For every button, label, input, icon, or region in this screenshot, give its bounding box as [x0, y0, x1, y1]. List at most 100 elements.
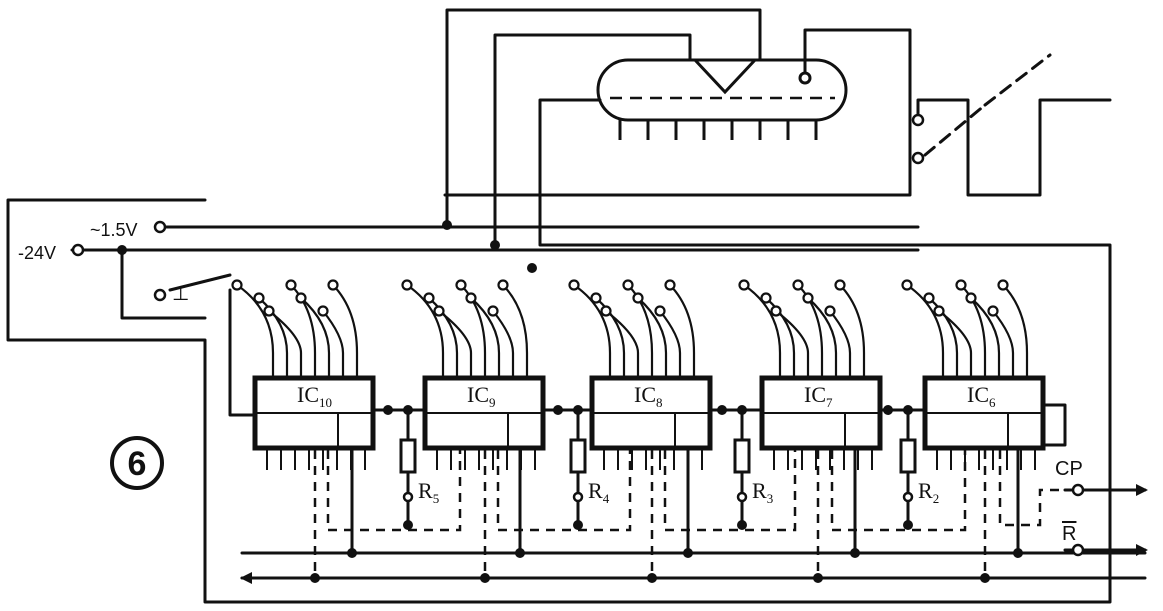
ic-pin [970, 297, 1001, 378]
pin-terminal [965, 292, 977, 304]
pin-terminal [600, 305, 612, 317]
rail-arrow-icon [240, 572, 252, 584]
resistor-2: R2 [899, 438, 939, 506]
figure-number-text: 6 [128, 445, 147, 483]
pin-terminal [497, 279, 509, 291]
ic-pin [332, 284, 359, 378]
input-arrows [240, 484, 1148, 584]
pin-terminal [317, 305, 329, 317]
resistor-5: R5 [399, 438, 439, 506]
dashed-wiring [313, 450, 1065, 578]
ic-pin [492, 310, 515, 378]
ic-pin [992, 310, 1015, 378]
ic-chip-10: IC10 [231, 279, 376, 470]
ic-pin [659, 310, 682, 378]
ic-label: IC6 [967, 382, 996, 410]
pin-terminal [423, 292, 435, 304]
ic-pin [829, 310, 852, 378]
pin-terminal [263, 305, 275, 317]
pin-terminal [295, 292, 307, 304]
reset-arrow-icon [1136, 544, 1148, 556]
ic-pin [669, 284, 696, 378]
ic-pin [1002, 284, 1029, 378]
ic-chip-9: IC9 [401, 279, 546, 470]
pin-terminal [792, 279, 804, 291]
ic-label: IC8 [634, 382, 663, 410]
pin-terminal [433, 305, 445, 317]
ic-chip-7: IC7 [738, 279, 883, 470]
ic-pin [438, 310, 473, 378]
ic-pin [807, 297, 838, 378]
pin-terminal [632, 292, 644, 304]
pin-terminal [738, 279, 750, 291]
pin-terminal [997, 279, 1009, 291]
ic-pin [605, 310, 640, 378]
pin-terminal [465, 292, 477, 304]
ic-pin [637, 297, 668, 378]
ic-pin [300, 297, 331, 378]
ic-pin [928, 297, 959, 378]
pin-terminal [760, 292, 772, 304]
ic-internal [925, 412, 1043, 448]
resistor-label: R4 [588, 478, 610, 506]
pin-terminal [253, 292, 265, 304]
figure-number-circle [110, 436, 164, 490]
resistor-4: R4 [569, 438, 610, 506]
ic-pin [839, 284, 866, 378]
ic-pin [775, 310, 810, 378]
junction-dots [117, 220, 1023, 583]
pin-terminal [770, 305, 782, 317]
pin-terminal [401, 279, 413, 291]
terminal-dc [71, 243, 85, 257]
pin-terminal [590, 292, 602, 304]
ic-internal [762, 412, 880, 448]
terminal-cp [1071, 483, 1085, 497]
label-reset: R [1062, 523, 1076, 545]
ic-pin [322, 310, 345, 378]
pin-terminal [327, 279, 339, 291]
pin-terminal [802, 292, 814, 304]
pin-terminal [987, 305, 999, 317]
pin-terminal [487, 305, 499, 317]
ic-pin [428, 297, 459, 378]
pin-terminal [664, 279, 676, 291]
pin-terminal [455, 279, 467, 291]
ic-label: IC7 [804, 382, 833, 410]
ic-pin [268, 310, 303, 378]
ic-internal [592, 412, 710, 448]
pin-terminal [568, 279, 580, 291]
resistor-label: R3 [752, 478, 773, 506]
label-clock: CP [1055, 458, 1083, 480]
ic-label: IC9 [467, 382, 496, 410]
pin-terminal [923, 292, 935, 304]
label-supply-ac: ~1.5V [90, 220, 138, 240]
ic-chip-6: IC6 [901, 279, 1046, 470]
label-supply-dc: -24V [18, 243, 56, 263]
pin-terminal [901, 279, 913, 291]
terminal-ground-switch [153, 288, 167, 302]
cp-arrow-icon [1136, 484, 1148, 496]
terminal-reset [1071, 543, 1085, 557]
figure-number: 6 [110, 436, 164, 490]
terminal-ac [153, 220, 167, 234]
wiring [6, 8, 1147, 604]
pin-terminal [622, 279, 634, 291]
resistor-3: R3 [733, 438, 773, 506]
resistor-body [899, 438, 917, 474]
terminals [71, 113, 1085, 557]
ic-pin [595, 297, 626, 378]
terminal-switch-top [911, 113, 925, 127]
resistor-label: R2 [918, 478, 939, 506]
resistor-body [733, 438, 751, 474]
pin-terminal [231, 279, 243, 291]
pin-terminal [955, 279, 967, 291]
ic-pin [960, 284, 987, 378]
ic-internal [425, 412, 543, 448]
pin-terminal [834, 279, 846, 291]
ic-label: IC10 [297, 382, 332, 410]
ic-internal [255, 412, 373, 448]
ic-pin [290, 284, 317, 378]
pin-terminal [285, 279, 297, 291]
ic-chip-8: IC8 [568, 279, 713, 470]
resistor-body [569, 438, 587, 474]
